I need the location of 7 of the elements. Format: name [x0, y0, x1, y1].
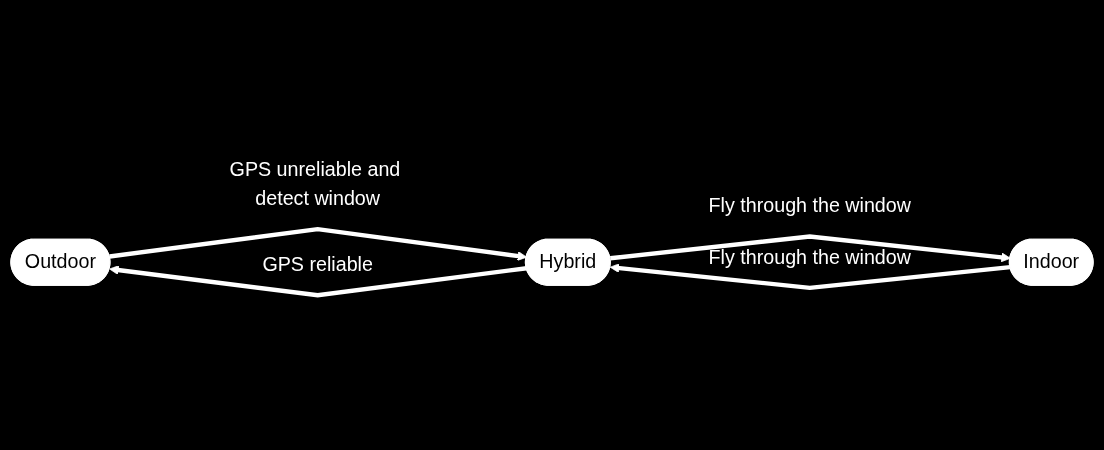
arrow: [609, 263, 1011, 291]
arrow: [610, 234, 1011, 263]
arrow: [109, 265, 527, 298]
edge-label: Fly through the window: [708, 246, 911, 269]
edge-label: Fly through the window: [708, 194, 911, 217]
edge-label: GPS reliable: [262, 253, 373, 276]
edge-label: GPS unreliable and detect window: [229, 158, 401, 210]
